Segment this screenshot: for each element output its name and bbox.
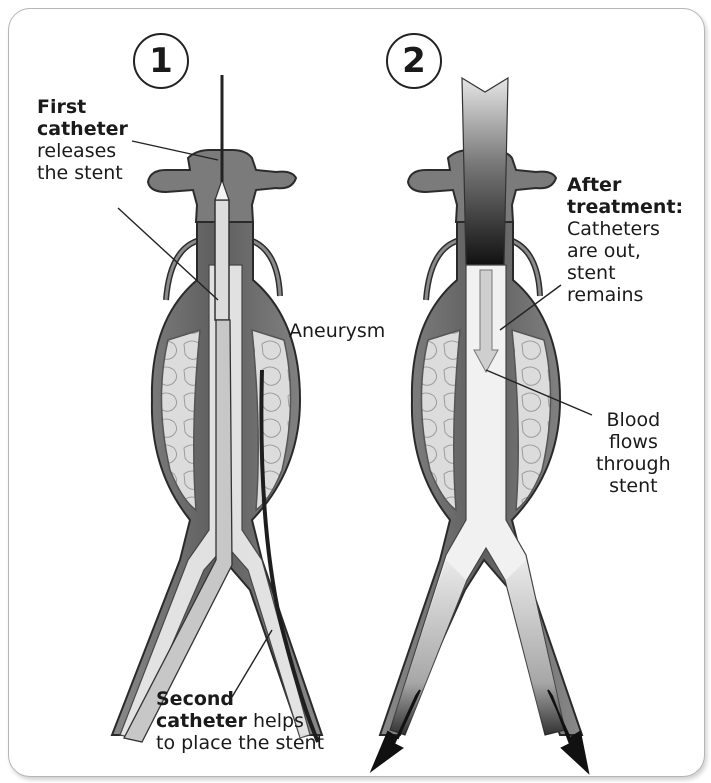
aneurysm-text: Aneurysm [289, 320, 385, 342]
after-treatment-line-6: remains [567, 284, 683, 306]
figure-1 [112, 75, 322, 742]
label-after-treatment: After treatment: Catheters are out, sten… [567, 174, 683, 306]
label-first-catheter: First catheter releases the stent [37, 96, 128, 184]
stent-leg-left-2 [390, 560, 466, 735]
figure-2 [372, 78, 588, 772]
second-catheter-bold-2: catheter [156, 710, 247, 732]
blood-flow-line-3: through [596, 453, 671, 475]
first-catheter-line-3: releases [37, 140, 128, 162]
second-catheter-line-3: to place the stent [156, 732, 324, 754]
blood-flow-line-4: stent [596, 475, 671, 497]
after-treatment-line-5: stent [567, 262, 683, 284]
step-number-2-text: 2 [402, 41, 426, 81]
blood-flow-line-2: flows [596, 431, 671, 453]
first-catheter-bold-2: catheter [37, 118, 128, 140]
blood-flow-line-1: Blood [596, 409, 671, 431]
label-aneurysm: Aneurysm [289, 320, 385, 342]
plaque-right-1 [252, 330, 291, 510]
label-blood-flow: Blood flows through stent [596, 409, 671, 497]
after-treatment-line-3: Catheters [567, 218, 683, 240]
step-number-2: 2 [386, 33, 442, 89]
step-number-1-text: 1 [149, 41, 173, 81]
first-catheter-bold-1: First [37, 96, 86, 118]
second-catheter-rest-2: helps [247, 710, 304, 732]
first-catheter-line-4: the stent [37, 162, 128, 184]
first-catheter-1 [215, 200, 229, 320]
after-treatment-bold-1: After [567, 174, 621, 196]
blood-inflow-2 [462, 78, 508, 265]
second-catheter-bold-1: Second [156, 688, 234, 710]
after-treatment-line-4: are out, [567, 240, 683, 262]
after-treatment-bold-2: treatment: [567, 196, 683, 218]
label-second-catheter: Second catheter helps to place the stent [156, 688, 324, 754]
step-number-1: 1 [133, 33, 189, 89]
leader-second-catheter [232, 630, 272, 697]
plaque-right-2 [512, 330, 551, 510]
